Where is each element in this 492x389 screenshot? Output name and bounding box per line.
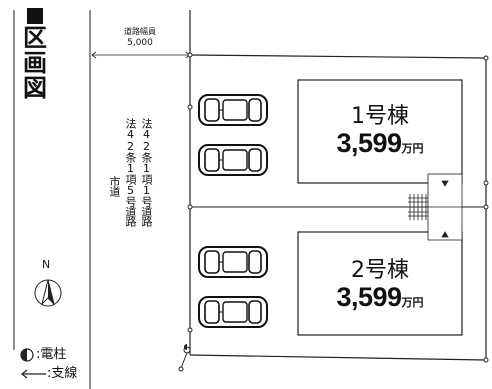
parking-car-icon <box>198 296 268 328</box>
diagram-title: 区 画 図 <box>22 8 48 101</box>
legend-pole-icon <box>20 348 34 362</box>
road-width-value: 5,000 <box>127 38 153 48</box>
boundary-markers <box>187 52 489 363</box>
north-compass-icon <box>34 279 62 307</box>
compass-north-label: N <box>42 258 51 271</box>
road-width-label: 道路幅員 <box>124 27 156 36</box>
lot-1-price: 3,599万円 <box>300 128 460 159</box>
entrance-steps <box>408 173 463 241</box>
lot-2-price: 3,599万円 <box>300 282 460 313</box>
title-char: 図 <box>23 74 47 102</box>
legend-pole-label: :電柱 <box>36 347 67 362</box>
parking-car-icon <box>198 246 268 278</box>
building-1-footprint <box>297 79 463 184</box>
lot-2-price-value: 3,599 <box>336 282 402 312</box>
title-char: 区 <box>23 24 47 52</box>
utility-pole-icon <box>178 344 191 372</box>
road-classification-2: 法42条1項5号道路 <box>124 118 137 226</box>
title-square-icon <box>27 8 43 24</box>
lot-1-price-unit: 万円 <box>401 143 424 155</box>
parking-car-icon <box>198 94 268 126</box>
title-char: 画 <box>23 49 47 77</box>
road-classification-3: 市道 <box>108 176 121 196</box>
legend-wire-icon <box>21 369 46 379</box>
lot-2-name: 2号棟 <box>351 258 409 283</box>
lot-1-price-value: 3,599 <box>336 128 402 158</box>
lot-2-price-unit: 万円 <box>401 297 424 309</box>
parking-car-icon <box>198 144 268 176</box>
road-classification-1: 法42条1項1号道路 <box>140 118 153 226</box>
building-2-footprint <box>297 231 463 336</box>
legend-wire-label: :支線 <box>47 366 78 381</box>
lot-1-name: 1号棟 <box>351 104 409 129</box>
